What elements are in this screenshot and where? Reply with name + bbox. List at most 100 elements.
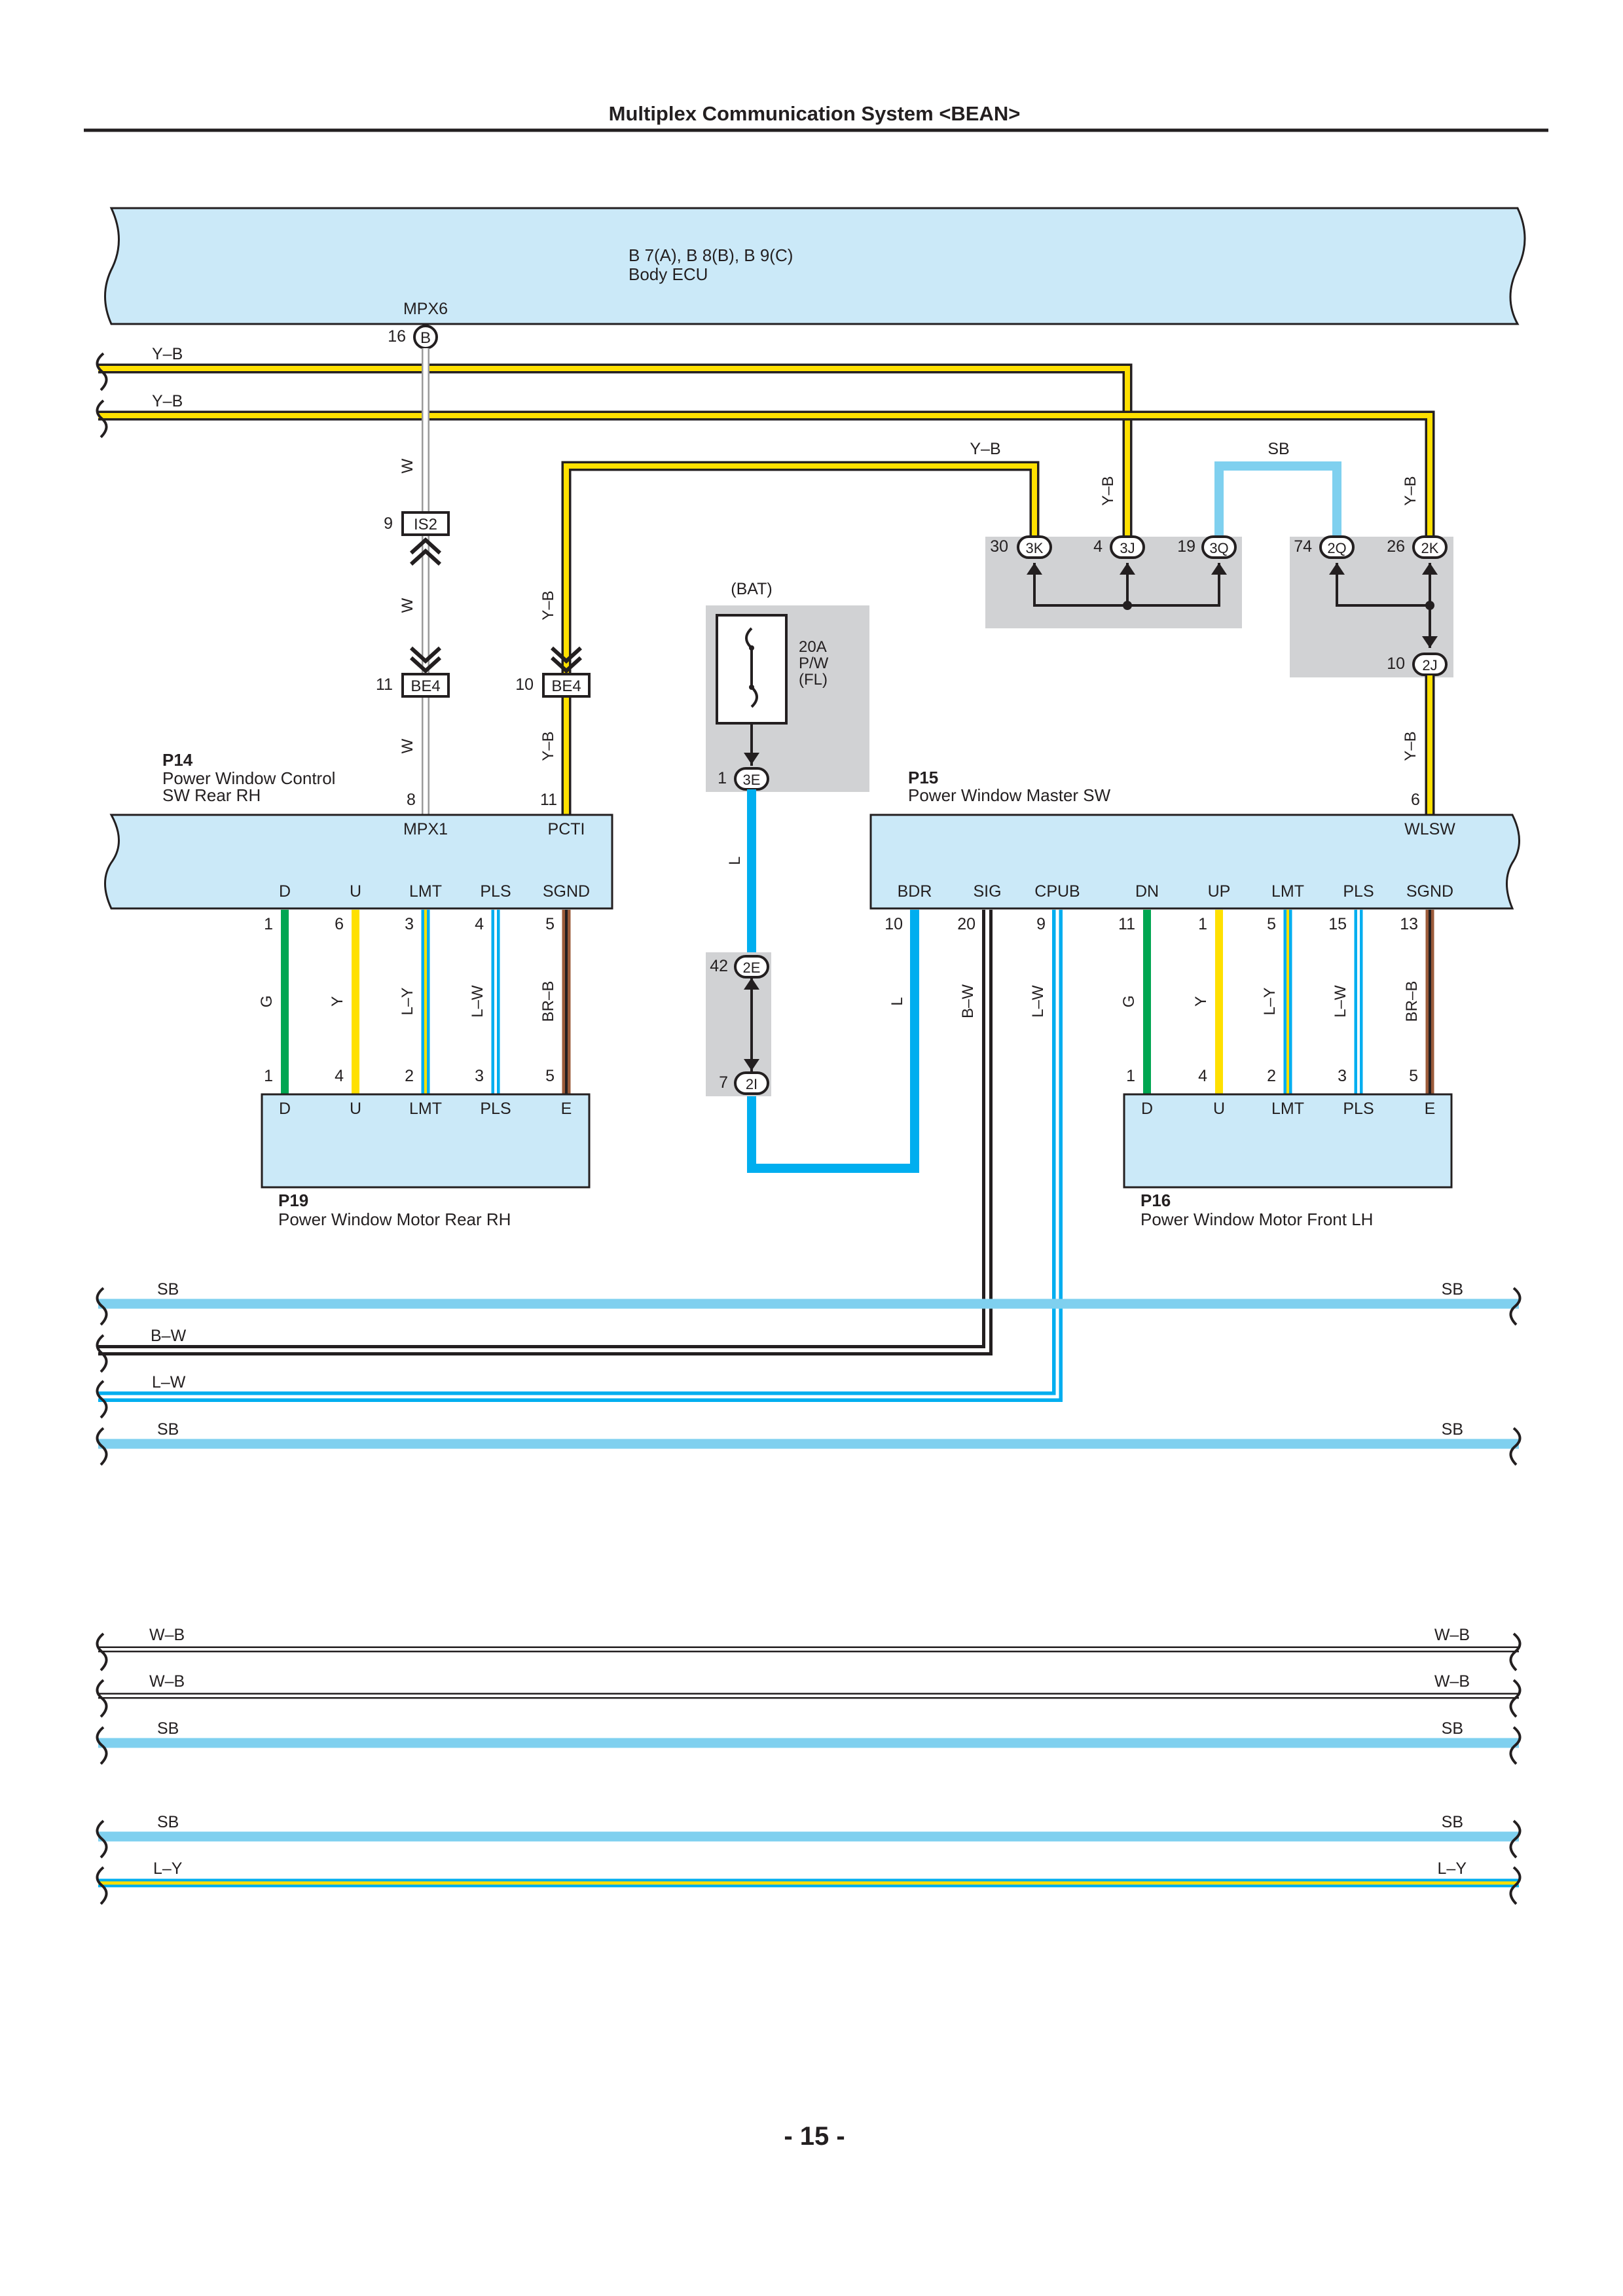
p14-wire-label: L–W <box>469 985 486 1018</box>
be4b-pin: 10 <box>515 675 534 694</box>
p15-wire-label: BR–B <box>1403 981 1421 1022</box>
bus3-sb-left: SB <box>157 1813 179 1831</box>
p19-id: P19 <box>278 1191 308 1210</box>
p15-pin: 15 <box>1328 915 1347 933</box>
p19-terminal: LMT <box>409 1100 442 1118</box>
be4a-connector <box>401 673 450 698</box>
break-marks-bus3 <box>96 1820 1522 1905</box>
p19-terminal: D <box>279 1100 291 1118</box>
bus2-wb2-right: W–B <box>1434 1672 1470 1691</box>
w-label-2: W <box>399 598 416 613</box>
be4a-name: BE4 <box>410 677 440 695</box>
junction-a-arrows <box>1027 563 1227 575</box>
break-mark-left-2 <box>96 399 108 439</box>
p15-box <box>869 814 1520 910</box>
p14-term-pcti: PCTI <box>548 820 585 838</box>
p16-id: P16 <box>1140 1191 1171 1210</box>
page-number: - 15 - <box>784 2122 845 2151</box>
j2k-pin: 26 <box>1387 537 1405 556</box>
p16-pin: 5 <box>1409 1067 1418 1085</box>
p15-name: Power Window Master SW <box>908 785 1111 805</box>
p14-pin: 4 <box>475 915 484 933</box>
p15-pin: 20 <box>957 915 976 933</box>
junction-b-arrows <box>1329 563 1438 648</box>
body-ecu-box <box>104 207 1526 325</box>
p15-wire-label: Y <box>1192 996 1210 1007</box>
p15-pin: 5 <box>1267 915 1276 933</box>
be4b-connector <box>542 673 591 698</box>
left-wire-b-label: Y–B <box>152 392 183 410</box>
bus1-sb1-right: SB <box>1442 1280 1463 1299</box>
j3k-pin: 30 <box>990 537 1008 556</box>
bus2-sb-left: SB <box>157 1719 179 1738</box>
bus3-ly-left: L–Y <box>153 1859 183 1878</box>
p15-terminal: BDR <box>898 882 932 901</box>
body-ecu-terminal: MPX6 <box>403 300 448 318</box>
fuse-rating: 20A <box>799 638 827 656</box>
j3j-pin: 4 <box>1093 537 1103 556</box>
sb-label-top: SB <box>1267 440 1289 458</box>
p15-wire-label: L–Y <box>1261 988 1279 1016</box>
be4-chevron-a <box>409 646 442 674</box>
fuse-source: (BAT) <box>731 580 772 598</box>
j2q-name: 2Q <box>1327 540 1346 556</box>
break-marks-bus1 <box>96 1287 1522 1466</box>
fuse-name: P/W <box>799 655 829 672</box>
j2q-pin: 74 <box>1294 537 1312 556</box>
j3j-name: 3J <box>1120 540 1135 556</box>
is2-name: IS2 <box>414 516 437 533</box>
be4b-name: BE4 <box>551 677 581 695</box>
w-label-3: W <box>399 738 416 753</box>
w-label-1: W <box>399 458 416 473</box>
p14-pin: 3 <box>405 915 414 933</box>
p19-terminal: E <box>561 1100 572 1118</box>
yb-label-top: Y–B <box>970 440 1000 458</box>
p15-pin: 9 <box>1036 915 1046 933</box>
p14-terminal: SGND <box>543 882 590 901</box>
p16-terminal: U <box>1213 1100 1225 1118</box>
p14-terminal: LMT <box>409 882 442 901</box>
j2j-connector <box>1412 653 1448 676</box>
p14-pin: 6 <box>335 915 344 933</box>
p19-name: Power Window Motor Rear RH <box>278 1210 511 1229</box>
j2k-connector <box>1412 535 1448 559</box>
p19-pin: 2 <box>405 1067 414 1085</box>
is2-connector <box>401 511 450 536</box>
p16-pin: 4 <box>1198 1067 1207 1085</box>
j2e-name: 2E <box>743 960 761 976</box>
be4-chevron-b <box>550 646 583 674</box>
j2j-name: 2J <box>1422 657 1437 673</box>
p14-wire-label: BR–B <box>539 981 557 1022</box>
p15-pin: 11 <box>1118 915 1135 933</box>
p16-pin: 3 <box>1338 1067 1347 1085</box>
bw-wire-sig <box>98 910 993 1355</box>
be4a-pin: 11 <box>376 675 393 694</box>
j3k-connector <box>1017 535 1052 559</box>
fuse-location: (FL) <box>799 671 828 689</box>
p15-terminal: CPUB <box>1034 882 1080 901</box>
p19-box <box>261 1093 591 1189</box>
bw-label: B–W <box>959 984 977 1018</box>
j2i-connector <box>734 1071 769 1095</box>
l-label-1: L <box>726 856 744 865</box>
p19-pin: 3 <box>475 1067 484 1085</box>
bus1-bw-left: B–W <box>151 1327 187 1345</box>
yb-label-v3: Y–B <box>1402 731 1419 761</box>
break-mark-left-1 <box>96 352 108 391</box>
bus2-wb2-left: W–B <box>149 1672 185 1691</box>
p14-terminal: D <box>279 882 291 901</box>
p14-term-mpx1: MPX1 <box>403 820 448 838</box>
yb-label-v2: Y–B <box>1402 476 1419 505</box>
p15-terminal: PLS <box>1343 882 1374 901</box>
p14-terminal: PLS <box>480 882 511 901</box>
bus2-sb-right: SB <box>1442 1719 1463 1738</box>
fuse-icon <box>745 627 758 708</box>
bus2-wb1-left: W–B <box>149 1626 185 1644</box>
j3q-pin: 19 <box>1177 537 1195 556</box>
l-label-2: L <box>888 997 906 1005</box>
